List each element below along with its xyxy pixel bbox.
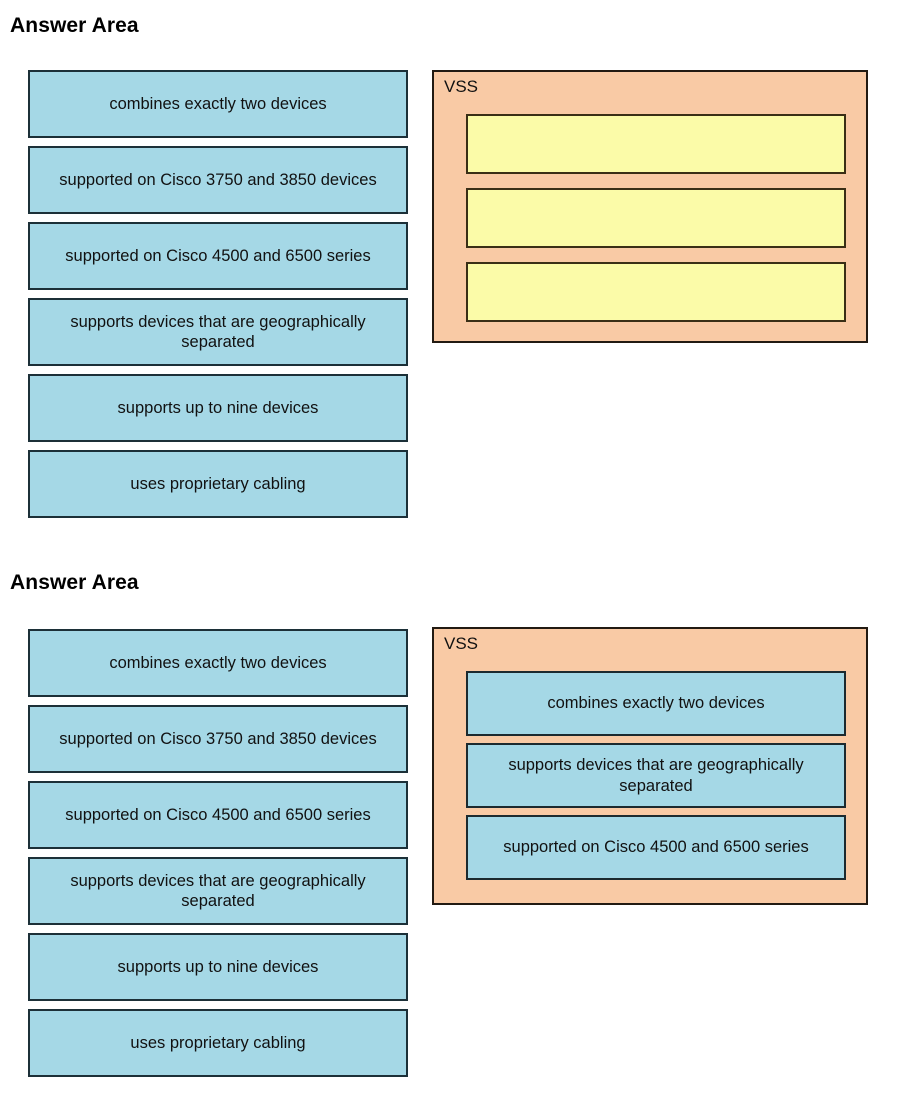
drop-slot-empty[interactable] [466,188,846,248]
page-title: Answer Area [10,14,139,37]
source-option-item[interactable]: uses proprietary cabling [28,1009,408,1077]
source-option-item[interactable]: combines exactly two devices [28,629,408,697]
drop-slot-filled[interactable]: supported on Cisco 4500 and 6500 series [466,815,846,880]
source-option-item[interactable]: supports devices that are geographically… [28,857,408,925]
drop-slot-filled[interactable]: combines exactly two devices [466,671,846,736]
source-option-item[interactable]: supported on Cisco 3750 and 3850 devices [28,146,408,214]
drop-slot-filled[interactable]: supports devices that are geographically… [466,743,846,808]
drop-slot-list [466,114,846,336]
source-option-item[interactable]: supported on Cisco 4500 and 6500 series [28,781,408,849]
drop-slot-list: combines exactly two devices supports de… [466,671,846,887]
drop-target-label: VSS [444,634,479,653]
source-option-item[interactable]: uses proprietary cabling [28,450,408,518]
source-option-item[interactable]: supports up to nine devices [28,933,408,1001]
page-title: Answer Area [10,571,139,594]
source-option-list: combines exactly two devices supported o… [28,629,408,1085]
source-option-item[interactable]: supported on Cisco 3750 and 3850 devices [28,705,408,773]
drop-target-vss[interactable]: VSS [432,70,868,343]
drop-target-label: VSS [444,77,479,96]
source-option-item[interactable]: supports up to nine devices [28,374,408,442]
drop-slot-empty[interactable] [466,262,846,322]
source-option-list: combines exactly two devices supported o… [28,70,408,526]
drop-target-vss[interactable]: VSS combines exactly two devices support… [432,627,868,905]
drop-slot-empty[interactable] [466,114,846,174]
source-option-item[interactable]: combines exactly two devices [28,70,408,138]
source-option-item[interactable]: supported on Cisco 4500 and 6500 series [28,222,408,290]
source-option-item[interactable]: supports devices that are geographically… [28,298,408,366]
